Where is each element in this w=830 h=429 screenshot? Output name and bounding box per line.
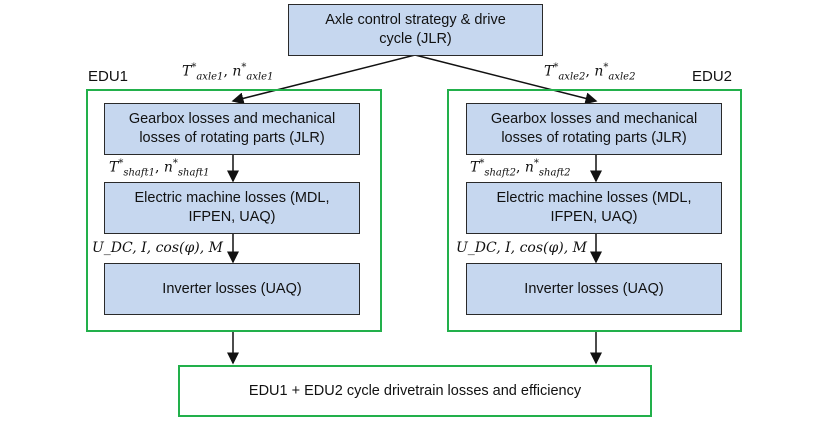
edu2-gearbox-box: Gearbox losses and mechanical losses of … xyxy=(466,103,722,155)
edu1-inverter-inputs: U_DC, I, cos(φ), M xyxy=(92,240,223,256)
edu2-axle-variables: T*axle2, n*axle2 xyxy=(544,62,636,83)
output-label: EDU1 + EDU2 cycle drivetrain losses and … xyxy=(248,383,582,399)
edu2-inverter-label: Inverter losses (UAQ) xyxy=(524,280,664,297)
edu2-frame xyxy=(447,89,742,332)
edu1-axle-variables: T*axle1, n*axle1 xyxy=(182,62,274,83)
edu1-inverter-label: Inverter losses (UAQ) xyxy=(162,280,302,297)
arrow-top-to-edu2 xyxy=(414,54,598,105)
edu2-gearbox-line1: Gearbox losses and mechanical xyxy=(490,111,698,127)
edu2-machine-line2: IFPEN, UAQ) xyxy=(550,209,638,225)
edu1-inverter-box: Inverter losses (UAQ) xyxy=(104,263,360,315)
cycle-losses-output-box: EDU1 + EDU2 cycle drivetrain losses and … xyxy=(178,365,652,417)
edu1-gearbox-box: Gearbox losses and mechanical losses of … xyxy=(104,103,360,155)
edu1-label: EDU1 xyxy=(88,68,129,85)
edu1-machine-line2: IFPEN, UAQ) xyxy=(188,209,276,225)
edu1-electric-machine-box: Electric machine losses (MDL, IFPEN, UAQ… xyxy=(104,182,360,234)
edu2-inverter-inputs: U_DC, I, cos(φ), M xyxy=(456,240,587,256)
edu2-shaft-variables: T*shaft2, n*shaft2 xyxy=(470,158,571,179)
axle-control-line2: cycle (JLR) xyxy=(379,31,452,47)
axle-control-strategy-box: Axle control strategy & drive cycle (JLR… xyxy=(288,4,543,56)
edu2-electric-machine-box: Electric machine losses (MDL, IFPEN, UAQ… xyxy=(466,182,722,234)
edu2-machine-line1: Electric machine losses (MDL, xyxy=(496,190,692,206)
edu2-label: EDU2 xyxy=(692,68,733,85)
edu1-machine-line1: Electric machine losses (MDL, xyxy=(134,190,330,206)
edu1-gearbox-line2: losses of rotating parts (JLR) xyxy=(139,130,325,146)
axle-control-line1: Axle control strategy & drive xyxy=(325,12,506,28)
edu2-inverter-box: Inverter losses (UAQ) xyxy=(466,263,722,315)
edu1-shaft-variables: T*shaft1, n*shaft1 xyxy=(109,158,210,179)
arrow-top-to-edu1 xyxy=(231,54,416,105)
edu2-gearbox-line2: losses of rotating parts (JLR) xyxy=(501,130,687,146)
edu1-gearbox-line1: Gearbox losses and mechanical xyxy=(128,111,336,127)
edu1-frame xyxy=(86,89,382,332)
